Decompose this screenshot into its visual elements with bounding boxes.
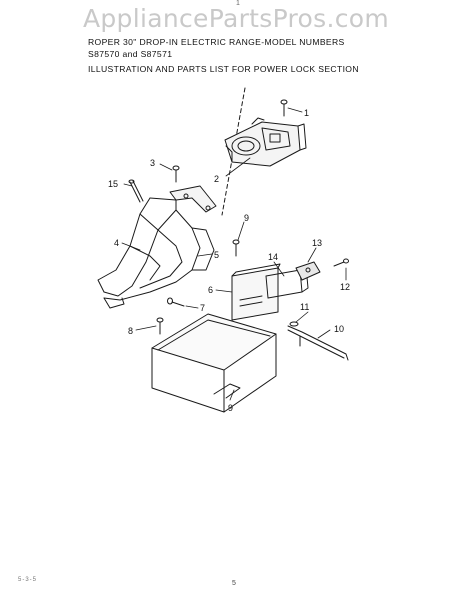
watermark: AppliancePartsPros.com <box>82 4 390 33</box>
section-title: ILLUSTRATION AND PARTS LIST FOR POWER LO… <box>88 64 359 74</box>
callout-7: 7 <box>200 303 205 313</box>
callout-8: 8 <box>128 326 133 336</box>
callout-13: 13 <box>312 238 322 248</box>
page-number: 5 <box>232 580 236 587</box>
callout-1: 1 <box>304 108 309 118</box>
callout-11: 11 <box>300 302 309 312</box>
part-rod-15 <box>128 179 144 203</box>
part-switch-13 <box>295 261 321 281</box>
part-screw-8 <box>232 239 240 257</box>
callout-4: 4 <box>114 238 119 248</box>
title-line: ROPER 30" DROP-IN ELECTRIC RANGE-MODEL N… <box>88 37 345 47</box>
callout-3: 3 <box>150 158 155 168</box>
part-lock-motor <box>224 117 307 167</box>
callout-2: 2 <box>214 174 219 184</box>
leader-lines <box>121 107 347 401</box>
part-screw-9 <box>156 317 164 335</box>
part-plate-6 <box>231 263 281 321</box>
callout-10: 10 <box>334 324 344 334</box>
part-link-rod <box>287 321 349 361</box>
callout-14: 14 <box>268 252 278 262</box>
footer-code: 5-3-5 <box>18 577 38 583</box>
part-screw-7 <box>167 297 185 307</box>
model-numbers: S87570 and S87571 <box>88 49 173 59</box>
callout-12: 12 <box>340 282 350 292</box>
part-screw-12 <box>333 258 349 267</box>
callout-6: 6 <box>208 285 213 295</box>
callout-9-upper: 9 <box>244 213 249 223</box>
callout-9-lower: 9 <box>228 403 233 413</box>
callout-15: 15 <box>108 179 118 189</box>
callout-numbers: 1 2 3 15 4 5 9 6 7 8 14 13 12 11 10 9 <box>108 108 350 413</box>
part-screw-3 <box>172 165 180 183</box>
part-screw-1 <box>280 99 288 117</box>
part-cover-box-9 <box>151 313 277 413</box>
callout-5: 5 <box>214 250 219 260</box>
part-latch-bracket <box>97 185 217 309</box>
page-mark: 1 <box>236 0 240 7</box>
